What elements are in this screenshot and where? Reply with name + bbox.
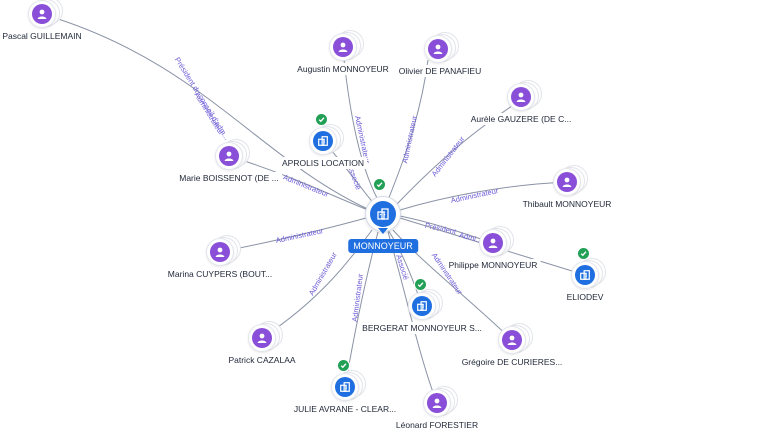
edge-label-pascal: Administrateur xyxy=(192,91,226,137)
node-label[interactable]: Patrick CAZALAA xyxy=(225,354,299,366)
person-icon xyxy=(483,233,503,253)
verified-check-icon xyxy=(414,278,427,291)
person-avatar[interactable] xyxy=(425,36,451,62)
node-label[interactable]: Thibault MONNOYEUR xyxy=(519,198,615,210)
verified-check-icon xyxy=(337,359,350,372)
person-icon xyxy=(32,4,52,24)
edge-label-olivier: Administrateur xyxy=(400,114,419,164)
building-icon xyxy=(335,377,355,397)
verified-check-icon xyxy=(577,247,590,260)
person-icon xyxy=(427,393,447,413)
edge-olivier xyxy=(387,59,429,201)
person-avatar[interactable] xyxy=(29,1,55,27)
person-avatar[interactable] xyxy=(216,143,242,169)
person-avatar[interactable] xyxy=(207,239,233,265)
building-icon xyxy=(412,296,432,316)
node-label[interactable]: Olivier DE PANAFIEU xyxy=(395,65,485,77)
edge-label-bergerat: Associé xyxy=(394,253,411,281)
person-avatar[interactable] xyxy=(499,327,525,353)
edge-pascal xyxy=(41,13,371,211)
node-label[interactable]: Marie BOISSENOT (DE ... xyxy=(176,172,282,184)
person-icon xyxy=(252,328,272,348)
verified-check-icon xyxy=(315,113,328,126)
center-company-label[interactable]: MONNOYEUR xyxy=(348,239,418,253)
person-icon xyxy=(502,330,522,350)
person-avatar[interactable] xyxy=(249,325,275,351)
person-icon xyxy=(210,242,230,262)
edge-thibault xyxy=(399,181,568,211)
edge-label-marie: Administrateur xyxy=(282,172,331,199)
company-avatar[interactable] xyxy=(310,113,336,154)
building-icon xyxy=(370,201,396,227)
node-label[interactable]: Philippe MONNOYEUR xyxy=(445,259,541,271)
pin-pointer xyxy=(378,228,388,234)
edge-label-marina: Administrateur xyxy=(275,226,325,245)
building-icon xyxy=(575,265,595,285)
edge-label-aurele: Administrateur xyxy=(430,134,467,178)
person-avatar[interactable] xyxy=(424,390,450,416)
company-avatar[interactable] xyxy=(409,278,435,319)
person-avatar[interactable] xyxy=(480,230,506,256)
person-icon xyxy=(219,146,239,166)
node-label[interactable]: JULIE AVRANE - CLEAR... xyxy=(290,403,400,415)
person-avatar[interactable] xyxy=(508,84,534,110)
node-label[interactable]: BERGERAT MONNOYEUR S... xyxy=(359,322,485,334)
edge-marie xyxy=(228,155,369,211)
node-label[interactable]: Aurèle GAUZERE (DE C... xyxy=(467,113,575,125)
edge-label-thibault: Administrateur xyxy=(450,186,500,205)
node-label[interactable]: Grégoire DE CURIERES... xyxy=(458,356,566,368)
person-icon xyxy=(557,172,577,192)
node-label[interactable]: ELIODEV xyxy=(563,291,607,303)
company-avatar[interactable] xyxy=(572,247,598,288)
node-label[interactable]: Pascal GUILLEMAIN xyxy=(0,30,85,42)
company-avatar[interactable] xyxy=(332,359,358,400)
node-label[interactable]: Augustin MONNOYEUR xyxy=(294,63,392,75)
person-icon xyxy=(333,37,353,57)
person-icon xyxy=(428,39,448,59)
person-avatar[interactable] xyxy=(554,169,580,195)
building-icon xyxy=(313,131,333,151)
person-avatar[interactable] xyxy=(330,34,356,60)
edge-label-patrick: Administrateur xyxy=(307,250,339,297)
center-company-disc[interactable] xyxy=(366,178,400,231)
node-label[interactable]: Marina CUYPERS (BOUT... xyxy=(164,268,276,280)
node-label[interactable]: Léonard FORESTIER xyxy=(392,419,482,431)
node-label[interactable]: APROLIS LOCATION xyxy=(278,157,368,169)
verified-check-icon xyxy=(373,178,386,191)
person-icon xyxy=(511,87,531,107)
